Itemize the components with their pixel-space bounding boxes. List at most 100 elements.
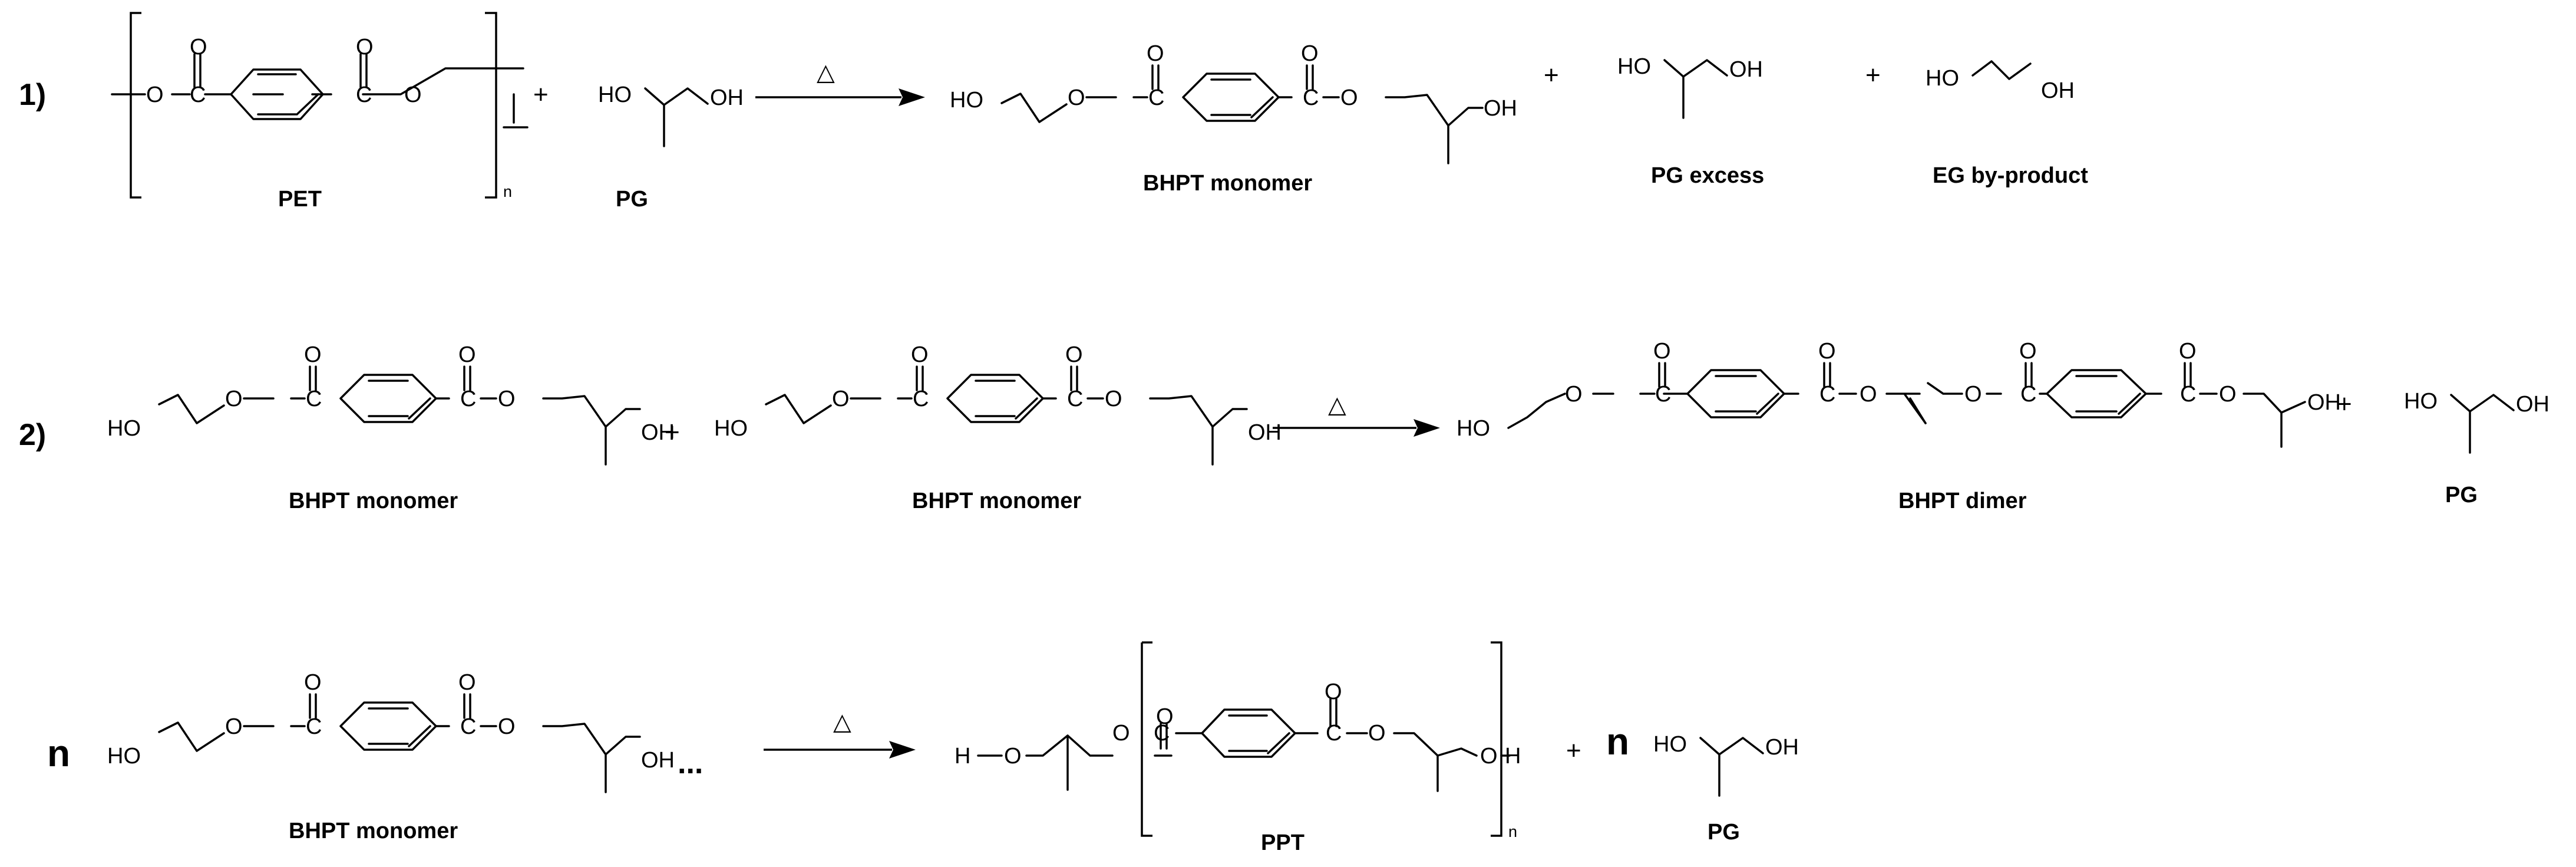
svg-text:O: O: [1368, 721, 1386, 746]
svg-text:O: O: [1068, 85, 1085, 110]
reaction-arrow-1: △: [755, 59, 925, 106]
svg-text:△: △: [1328, 391, 1346, 418]
label-pet: PET: [278, 187, 322, 212]
svg-text:O: O: [304, 670, 322, 695]
bhpt-monomer-structure-1: HO O C O C O O OH: [950, 41, 1517, 164]
svg-text:O: O: [1653, 339, 1671, 364]
label-bhpt-dimer: BHPT dimer: [1898, 489, 2027, 513]
svg-text:C: C: [2020, 382, 2036, 407]
svg-text:HO: HO: [714, 416, 748, 441]
svg-text:H: H: [955, 744, 970, 769]
svg-text:O: O: [1156, 704, 1174, 729]
svg-text:C: C: [1819, 382, 1835, 407]
svg-text:O: O: [225, 387, 243, 411]
svg-text:C: C: [1067, 387, 1083, 411]
coefficient-n-1: n: [47, 732, 70, 774]
svg-text:C: C: [2180, 382, 2196, 407]
svg-text:HO: HO: [1617, 54, 1651, 79]
pet-subscript: n: [503, 183, 512, 200]
svg-text:OH: OH: [641, 748, 675, 773]
pg-structure-1: HO OH: [598, 83, 744, 147]
label-bhpt-monomer-1: BHPT monomer: [1143, 171, 1312, 196]
svg-text:O: O: [146, 83, 164, 107]
svg-text:O: O: [498, 714, 516, 739]
svg-text:HO: HO: [107, 744, 141, 769]
svg-text:C: C: [913, 387, 929, 411]
plus-3-1: +: [1566, 736, 1581, 765]
label-bhpt-monomer-2b: BHPT monomer: [912, 489, 1081, 513]
svg-text:O: O: [498, 387, 516, 411]
plus-1-3: +: [1865, 61, 1881, 90]
svg-text:O: O: [1565, 382, 1583, 407]
svg-text:O: O: [1340, 85, 1358, 110]
label-bhpt-monomer-2a: BHPT monomer: [289, 489, 458, 513]
svg-text:C: C: [306, 714, 322, 739]
svg-text:C: C: [1303, 85, 1319, 110]
svg-text:O: O: [1105, 387, 1122, 411]
svg-text:△: △: [833, 708, 851, 736]
svg-text:O: O: [190, 35, 207, 60]
label-pg-excess: PG excess: [1651, 163, 1764, 188]
svg-text:OH: OH: [2516, 392, 2549, 417]
svg-text:HO: HO: [1926, 66, 1959, 91]
svg-text:O: O: [1301, 41, 1319, 66]
svg-text:OH: OH: [2307, 390, 2341, 415]
svg-text:OH: OH: [1484, 96, 1517, 121]
svg-text:C: C: [356, 83, 372, 107]
svg-text:C: C: [460, 387, 476, 411]
svg-text:HO: HO: [598, 83, 632, 107]
svg-text:OH: OH: [2041, 78, 2075, 103]
svg-text:O: O: [2219, 382, 2237, 407]
svg-text:O: O: [1325, 680, 1342, 704]
svg-text:H: H: [1505, 744, 1521, 769]
svg-text:HO: HO: [1653, 732, 1687, 757]
svg-text:OH: OH: [1765, 735, 1799, 760]
svg-text:O: O: [911, 342, 929, 367]
svg-text:O: O: [458, 342, 476, 367]
pg-structure-2: HO OH: [2404, 389, 2549, 454]
bhpt-monomer-structure-3: HO O C O C O O OH: [107, 670, 675, 793]
svg-text:O: O: [1860, 382, 1877, 407]
svg-text:O: O: [404, 83, 422, 107]
svg-text:C: C: [460, 714, 476, 739]
svg-text:O: O: [1065, 342, 1083, 367]
svg-text:△: △: [817, 59, 835, 86]
pg-structure-3: HO OH: [1653, 732, 1799, 797]
reaction-arrow-2: △: [1273, 391, 1440, 437]
coefficient-n-2: n: [1606, 720, 1629, 763]
label-pg-3: PG: [1708, 820, 1740, 845]
svg-text:C: C: [190, 83, 206, 107]
svg-text:O: O: [1818, 339, 1836, 364]
svg-text:O: O: [1004, 744, 1022, 769]
label-pg-1: PG: [616, 187, 648, 212]
step-label-2: 2): [19, 418, 46, 452]
bhpt-dimer-structure: HO O C O C O O O C O C O O OH: [1457, 339, 2341, 448]
svg-text:OH: OH: [710, 85, 744, 110]
plus-1-1: +: [533, 80, 549, 109]
bhpt-monomer-structure-2a: HO O C O C O O OH: [107, 342, 675, 466]
ellipsis: ...: [678, 746, 703, 780]
svg-text:HO: HO: [950, 88, 983, 113]
svg-text:O: O: [2019, 339, 2037, 364]
svg-text:O: O: [1964, 382, 1982, 407]
label-ppt: PPT: [1261, 830, 1304, 855]
label-eg-byproduct: EG by-product: [1933, 163, 2088, 188]
svg-text:O: O: [304, 342, 322, 367]
svg-text:HO: HO: [2404, 389, 2438, 414]
svg-text:O: O: [1147, 41, 1164, 66]
ppt-subscript: n: [1508, 823, 1517, 840]
svg-text:O: O: [832, 387, 850, 411]
svg-text:O: O: [458, 670, 476, 695]
svg-text:C: C: [1154, 721, 1170, 746]
bhpt-monomer-structure-2b: HO O C O C O O OH: [714, 342, 1282, 466]
svg-text:C: C: [1148, 85, 1164, 110]
svg-text:O: O: [1112, 721, 1130, 746]
plus-1-2: +: [1544, 61, 1559, 90]
svg-text:OH: OH: [1729, 57, 1763, 82]
step-label-1: 1): [19, 78, 46, 112]
eg-structure: HO OH: [1926, 60, 2075, 103]
plus-2-2: +: [2337, 390, 2352, 418]
label-bhpt-monomer-3: BHPT monomer: [289, 819, 458, 843]
pet-structure: O C O C O O: [111, 12, 529, 199]
